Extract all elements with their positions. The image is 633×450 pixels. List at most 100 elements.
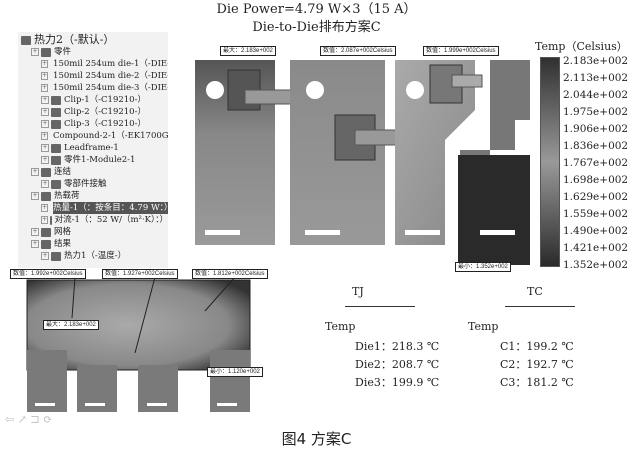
- expand-icon[interactable]: +: [41, 96, 49, 104]
- tree-item-label: 零件: [54, 47, 72, 57]
- tree-item[interactable]: +Clip-2（-C19210-）: [18, 106, 168, 118]
- row-label-temp: Temp: [468, 320, 499, 333]
- tree-item[interactable]: + 热量-1（：按条目：4.79 W：）: [18, 202, 168, 214]
- legend-tick-label: 1.352e+002: [563, 259, 629, 271]
- tj-die2: Die2：208.7 ℃: [355, 358, 440, 371]
- label-bottom-min: 最小：1.120e+002: [207, 367, 263, 377]
- die-layout-thermal-plot: [195, 60, 530, 265]
- expand-icon[interactable]: +: [31, 228, 39, 236]
- expand-icon[interactable]: +: [41, 252, 49, 260]
- tree-node-icon: [41, 227, 51, 237]
- tree-node-icon: [51, 155, 61, 165]
- legend-tick-label: 2.183e+002: [563, 55, 629, 67]
- label-bottom-3: 数值：1.812e+002Celsius: [192, 269, 268, 279]
- label-min-top: 最小：1.352e+002: [455, 262, 511, 272]
- expand-icon[interactable]: +: [41, 72, 49, 80]
- tree-item[interactable]: +150mil 254um die-1（-DIE-）: [18, 58, 168, 70]
- expand-icon[interactable]: +: [41, 60, 49, 68]
- col-header-tj: TJ: [352, 285, 364, 298]
- tree-item-label: 150mil 254um die-1（-DIE-）: [53, 59, 168, 69]
- tree-item[interactable]: + 结果: [18, 238, 168, 250]
- legend-tick-label: 1.559e+002: [563, 208, 629, 220]
- tree-item-label: 热量-1（：按条目：4.79 W：）: [53, 202, 168, 214]
- feature-tree: 热力2（-默认-）+零件+150mil 254um die-1（-DIE-）+1…: [18, 32, 168, 268]
- tree-item[interactable]: + Clip-1（-C19210-）: [18, 94, 168, 106]
- tree-node-icon: [21, 35, 31, 45]
- tree-item-label: 150mil 254um die-2（-DIE-）: [53, 71, 168, 81]
- label-die2-top: 数值：2.087e+002Celsius: [320, 46, 396, 56]
- tree-item[interactable]: +Leadframe-1: [18, 142, 168, 154]
- tree-item[interactable]: +150mil 254um die-2（-DIE-）: [18, 70, 168, 82]
- label-bottom-1: 数值：1.992e+002Celsius: [10, 269, 86, 279]
- tree-item[interactable]: + 网格: [18, 226, 168, 238]
- expand-icon[interactable]: +: [31, 48, 39, 56]
- label-bottom-max: 最大：2.183e+002: [43, 320, 99, 330]
- tree-item[interactable]: + 连结: [18, 166, 168, 178]
- tree-item[interactable]: + 对流-1（：52 W/（m²·K）：）: [18, 214, 168, 226]
- tree-item-label: 结果: [54, 239, 72, 249]
- expand-icon[interactable]: +: [31, 192, 39, 200]
- expand-icon[interactable]: +: [41, 84, 49, 92]
- legend-tick-label: 1.906e+002: [563, 123, 629, 135]
- tree-item[interactable]: + Compound-2-1（-EK1700GS-）: [18, 130, 168, 142]
- tree-node-icon: [50, 215, 52, 225]
- tree-item-label: Clip-1（-C19210-）: [64, 95, 146, 105]
- figure-title: Die Power=4.79 W×3（15 A）: [216, 2, 417, 17]
- tree-node-icon: [41, 191, 51, 201]
- tree-item-label: 150mil 254um die-3（-DIE-）: [53, 83, 168, 93]
- expand-icon[interactable]: +: [41, 156, 49, 164]
- legend-tick-label: 1.767e+002: [563, 157, 629, 169]
- tree-node-icon: [41, 47, 51, 57]
- tree-item[interactable]: + 零件: [18, 46, 168, 58]
- expand-icon[interactable]: +: [31, 240, 39, 248]
- divider: [505, 306, 575, 307]
- tree-node-icon: [41, 167, 51, 177]
- tree-item-label: 零部件接触: [64, 179, 107, 189]
- expand-icon[interactable]: +: [31, 168, 39, 176]
- tree-item-label: 连结: [54, 167, 72, 177]
- tree-item-label: 零件1-Module2-1: [64, 155, 136, 165]
- tree-item[interactable]: + Clip-3（-C19210-）: [18, 118, 168, 130]
- figure-subtitle: Die-to-Die排布方案C: [252, 20, 381, 35]
- tree-item[interactable]: + 零部件接触: [18, 178, 168, 190]
- label-die3-top: 数值：1.999e+002Celsius: [423, 46, 499, 56]
- view-nav-arrows[interactable]: ⇦ ↗ ⊐ ⟳: [5, 413, 53, 426]
- tree-item[interactable]: +150mil 254um die-3（-DIE-）: [18, 82, 168, 94]
- baseplate-thermal-plot: [26, 276, 251, 412]
- tree-node-icon: [51, 95, 61, 105]
- legend-title: Temp（Celsius）: [535, 40, 628, 53]
- tree-item[interactable]: 热力2（-默认-）: [18, 34, 168, 46]
- tree-node-icon: [41, 239, 51, 249]
- col-header-tc: TC: [527, 285, 543, 298]
- tree-node-icon: [51, 107, 61, 117]
- tree-item-label: 热力1（-温度-）: [64, 251, 127, 261]
- tree-item-label: 热力2（-默认-）: [34, 33, 115, 46]
- figure-caption: 图4 方案C: [281, 430, 352, 448]
- clip-3: [451, 74, 483, 88]
- expand-icon[interactable]: +: [41, 216, 49, 224]
- tree-node-icon: [51, 179, 61, 189]
- tree-item[interactable]: + 零件1-Module2-1: [18, 154, 168, 166]
- expand-icon[interactable]: +: [41, 132, 49, 140]
- expand-icon[interactable]: +: [41, 204, 49, 212]
- tc-c2: C2：192.7 ℃: [500, 358, 574, 371]
- legend-tick-label: 1.836e+002: [563, 140, 629, 152]
- tree-item-label: 对流-1（：52 W/（m²·K）：）: [54, 215, 168, 225]
- expand-icon[interactable]: +: [41, 144, 49, 152]
- tree-item-label: 网格: [54, 227, 72, 237]
- legend-tick-label: 1.421e+002: [563, 242, 629, 254]
- tree-item-label: Clip-3（-C19210-）: [64, 119, 146, 129]
- divider: [345, 306, 415, 307]
- legend-tick-label: 1.698e+002: [563, 174, 629, 186]
- expand-icon[interactable]: +: [41, 108, 49, 116]
- expand-icon[interactable]: +: [41, 120, 49, 128]
- tree-item[interactable]: + 热力1（-温度-）: [18, 250, 168, 262]
- tree-item[interactable]: +热载荷: [18, 190, 168, 202]
- label-max-top: 最大：2.183e+002: [220, 46, 276, 56]
- tree-item-label: Compound-2-1（-EK1700GS-）: [53, 131, 168, 141]
- tree-node-icon: [51, 143, 61, 153]
- label-bottom-2: 数值：1.927e+002Celsius: [102, 269, 178, 279]
- legend-tick-label: 2.044e+002: [563, 89, 629, 101]
- tj-die1: Die1：218.3 ℃: [355, 340, 440, 353]
- expand-icon[interactable]: +: [41, 180, 49, 188]
